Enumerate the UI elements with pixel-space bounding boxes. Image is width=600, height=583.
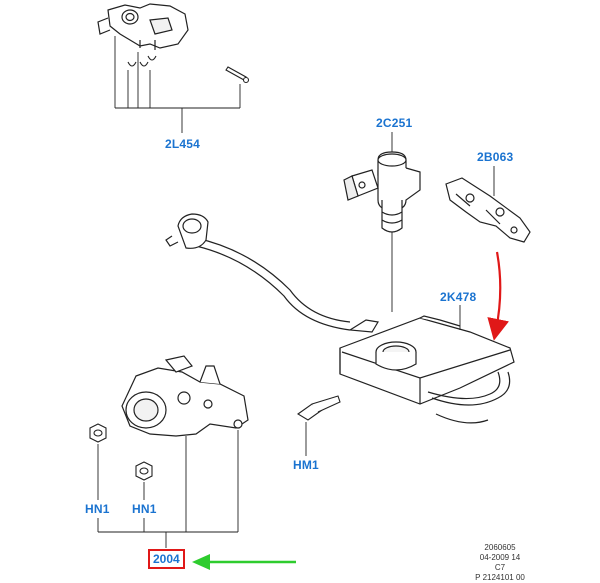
pressure-sensor [343,151,421,233]
label-hm1: HM1 [293,458,319,472]
label-hn1-left: HN1 [85,502,110,516]
label-2l454: 2L454 [165,137,201,151]
nut-middle [135,461,153,481]
label-2c251: 2C251 [376,116,413,130]
reservoir [339,315,515,424]
mounting-bracket [445,177,531,243]
label-hn1-middle: HN1 [132,502,157,516]
leader-lines-2l454 [114,36,241,133]
label-2k478: 2K478 [440,290,477,304]
egr-valve [121,355,249,437]
vacuum-hose [165,213,351,331]
green-arrow [192,554,296,570]
label-2b063: 2B063 [477,150,514,164]
drawing-stamp: 2060605 04-2009 14 C7 P 2124101 00 [470,543,530,583]
stamp-line-3: C7 [494,563,506,572]
stamp-line-1: 2060605 [484,543,516,552]
leader-lines-2004 [97,430,239,548]
small-clips [127,55,157,67]
stamp-line-4: P 2124101 00 [475,573,525,582]
label-2004-highlighted: 2004 [148,549,185,569]
red-arrow [487,251,509,341]
bolt [296,395,341,421]
pin [225,66,250,84]
nut-left [89,423,107,443]
stamp-line-2: 04-2009 14 [479,553,521,562]
top-valve-assembly [97,3,189,50]
